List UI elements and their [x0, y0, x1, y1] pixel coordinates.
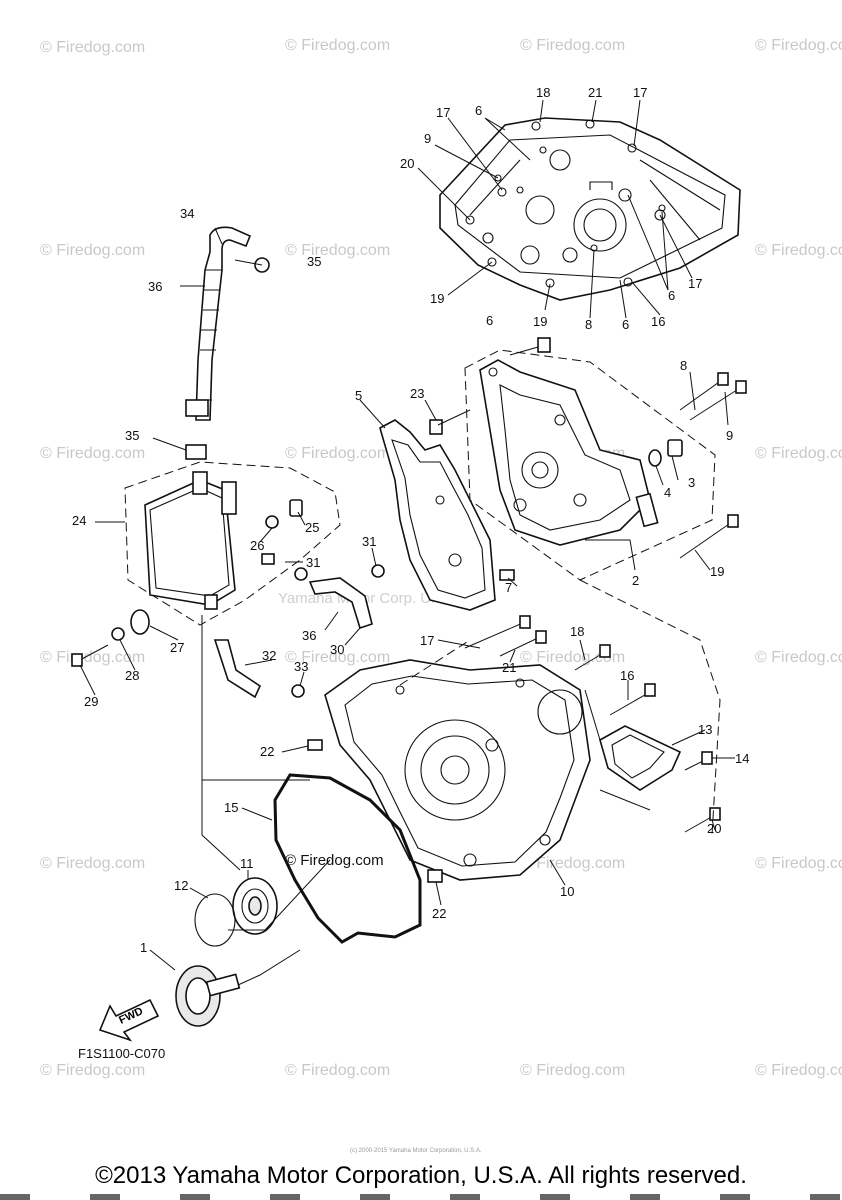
watermark: © Firedog.com	[40, 649, 145, 666]
water-pump-housing	[464, 349, 716, 581]
callout-24: 24	[72, 513, 86, 528]
callout-6: 6	[668, 288, 675, 303]
callout-21: 21	[588, 85, 602, 100]
callout-33: 33	[294, 659, 308, 674]
callout-4: 4	[664, 485, 671, 500]
callout-1: 1	[140, 940, 147, 955]
callout-17: 17	[420, 633, 434, 648]
watermark: © Firedog.com	[285, 445, 390, 462]
callout-35: 35	[125, 428, 139, 443]
callout-6: 6	[486, 313, 493, 328]
fwd-arrow: FWD	[98, 998, 160, 1042]
callout-21: 21	[502, 660, 516, 675]
watermark: © Firedog.com	[40, 1062, 145, 1079]
oil-strainer	[599, 725, 682, 791]
breather-hose	[185, 226, 252, 460]
callout-5: 5	[355, 388, 362, 403]
callout-2: 2	[632, 573, 639, 588]
watermark: © Firedog.com	[40, 242, 145, 259]
callout-17: 17	[688, 276, 702, 291]
callout-20: 20	[707, 821, 721, 836]
callout-22: 22	[432, 906, 446, 921]
copyright-notice: ©2013 Yamaha Motor Corporation, U.S.A. A…	[95, 1162, 747, 1189]
callout-35: 35	[307, 254, 321, 269]
watermark: © Firedog.com	[520, 1062, 625, 1079]
callout-8: 8	[585, 317, 592, 332]
faint-watermark: Yamaha Motor Corp. U.S.A.	[278, 590, 464, 607]
callout-20: 20	[400, 156, 414, 171]
callout-19: 19	[533, 314, 547, 329]
callout-6: 6	[475, 103, 482, 118]
watermark: © Firedog.com	[285, 1062, 390, 1079]
watermark: © Firedog.com	[755, 242, 842, 259]
watermark: © Firedog.com	[755, 1062, 842, 1079]
watermark: © Firedog.com	[755, 37, 842, 54]
callout-30: 30	[330, 642, 344, 657]
callout-31: 31	[362, 534, 376, 549]
callout-9: 9	[726, 428, 733, 443]
callout-8: 8	[680, 358, 687, 373]
watermark: © Firedog.com	[40, 445, 145, 462]
callout-3: 3	[688, 475, 695, 490]
watermark: © Firedog.com	[755, 649, 842, 666]
callout-31: 31	[306, 555, 320, 570]
callout-36: 36	[302, 628, 316, 643]
gasket	[379, 419, 496, 611]
bearing	[232, 877, 278, 935]
diagram-code: F1S1100-C070	[78, 1046, 165, 1061]
leader-lines	[79, 99, 735, 986]
callout-23: 23	[410, 386, 424, 401]
drive-gear	[175, 965, 241, 1027]
watermark: © Firedog.com	[755, 445, 842, 462]
watermark: © Firedog.com	[755, 855, 842, 872]
circlip	[194, 893, 236, 947]
crankcase-cover	[324, 659, 591, 881]
callout-12: 12	[174, 878, 188, 893]
callout-26: 26	[250, 538, 264, 553]
callout-32: 32	[262, 648, 276, 663]
callout-29: 29	[84, 694, 98, 709]
callout-numbers: 18 21 17 6 17 9 20 19 19 8 6 16 6 17 34 …	[72, 85, 749, 955]
callout-36: 36	[148, 279, 162, 294]
watermark: © Firedog.com	[520, 855, 625, 872]
callout-10: 10	[560, 884, 574, 899]
callout-28: 28	[125, 668, 139, 683]
scan-edge	[0, 1194, 842, 1200]
crankcase-inner-view	[439, 117, 741, 301]
o-ring	[273, 773, 422, 944]
callout-19: 19	[430, 291, 444, 306]
callout-15: 15	[224, 800, 238, 815]
callout-7: 7	[505, 580, 512, 595]
watermark: © Firedog.com	[285, 242, 390, 259]
callout-18: 18	[536, 85, 550, 100]
callout-11: 11	[240, 856, 254, 871]
fasteners	[71, 257, 747, 883]
callout-22: 22	[260, 744, 274, 759]
callout-6: 6	[622, 317, 629, 332]
watermark: © Firedog.com	[40, 855, 145, 872]
callout-16: 16	[620, 668, 634, 683]
small-credit: (c) 2000-2015 Yamaha Motor Corporation, …	[350, 1148, 482, 1154]
callout-18: 18	[570, 624, 584, 639]
watermark: © Firedog.com	[285, 37, 390, 54]
callout-27: 27	[170, 640, 184, 655]
callout-19: 19	[710, 564, 724, 579]
exploded-view-drawing: © Firedog.com © Firedog.com © Firedog.co…	[40, 37, 842, 1154]
watermark: © Firedog.com	[40, 39, 145, 56]
watermark: © Firedog.com	[285, 649, 390, 666]
callout-9: 9	[424, 131, 431, 146]
watermark: © Firedog.com	[520, 649, 625, 666]
callout-25: 25	[305, 520, 319, 535]
callout-13: 13	[698, 722, 712, 737]
watermark: © Firedog.com	[520, 37, 625, 54]
callout-17: 17	[436, 105, 450, 120]
callout-14: 14	[735, 751, 749, 766]
callout-16: 16	[651, 314, 665, 329]
callout-34: 34	[180, 206, 194, 221]
oil-cooler	[124, 461, 341, 626]
callout-17: 17	[633, 85, 647, 100]
center-watermark: © Firedog.com	[285, 852, 384, 869]
